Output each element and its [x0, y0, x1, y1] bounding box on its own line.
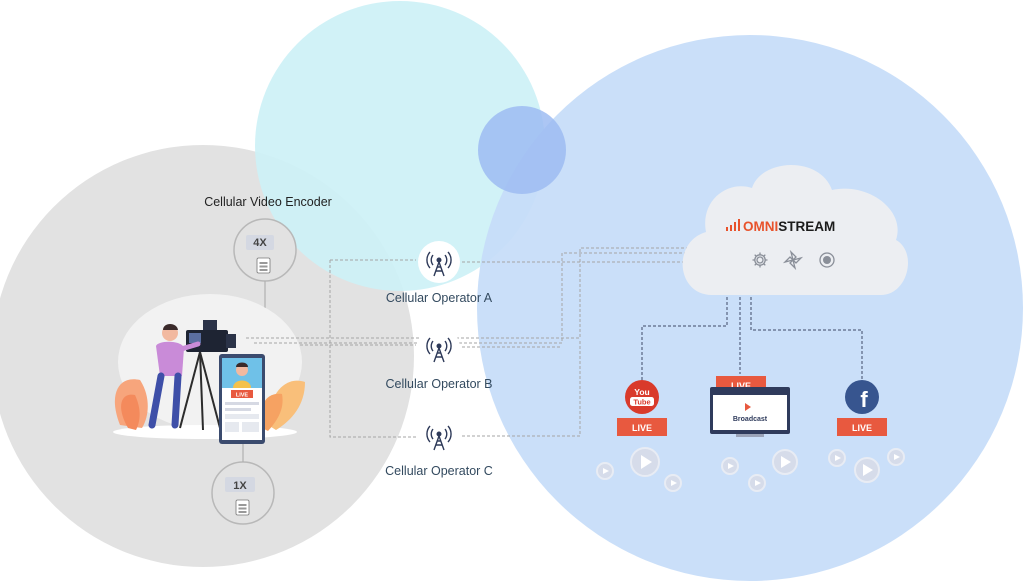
broadcast-label: Broadcast	[733, 416, 768, 423]
facebook-logo: f	[860, 387, 868, 412]
multiplier-bottom-label: 1X	[233, 480, 247, 492]
operator-node-b	[418, 327, 460, 369]
operator-a-label: Cellular Operator A	[386, 291, 493, 305]
tablet-live-badge: LIVE	[236, 393, 249, 399]
broadcast-live-label: LIVE	[731, 381, 751, 391]
multiplier-top-label: 4X	[253, 237, 267, 249]
sim-card-icon	[256, 257, 271, 274]
cell-tower-icon	[426, 337, 452, 363]
operator-node-a	[418, 241, 460, 283]
record-icon	[819, 252, 835, 268]
brand-prefix: OMNI	[743, 219, 778, 234]
cell-tower-icon	[426, 251, 452, 277]
operator-b-label: Cellular Operator B	[386, 377, 493, 391]
play-icons	[603, 454, 900, 486]
operator-c-label: Cellular Operator C	[385, 464, 493, 478]
encoder-to-operator-links	[246, 247, 700, 438]
carrier-circle	[255, 1, 545, 291]
broadcast-destination: LIVE Broadcast	[710, 376, 790, 437]
facebook-live-label: LIVE	[852, 423, 872, 433]
sim-card-icon	[235, 499, 250, 516]
brand-logo: OMNISTREAM	[743, 219, 835, 234]
camera-operator-illustration: LIVE	[113, 294, 305, 444]
facebook-destination: f LIVE	[837, 380, 887, 436]
brand-signal-icon	[726, 219, 740, 231]
svg-text:Tube: Tube	[633, 398, 650, 407]
facebook-live-badge	[837, 418, 887, 436]
youtube-logo: You Tube	[630, 387, 654, 407]
pinwheel-icon	[782, 249, 804, 271]
encoder-title: Cellular Video Encoder	[204, 195, 332, 209]
overlap-circle	[478, 106, 566, 194]
cell-tower-icon	[426, 425, 452, 451]
gear-icon	[752, 252, 768, 268]
youtube-live-badge	[617, 418, 667, 436]
play-bubbles	[596, 447, 905, 492]
youtube-live-label: LIVE	[632, 423, 652, 433]
operator-node-c	[418, 415, 460, 457]
cloud-circle	[477, 35, 1023, 581]
svg-text:You: You	[634, 387, 649, 397]
multiplier-node-top: 4X	[233, 218, 297, 282]
youtube-destination: You Tube LIVE	[617, 380, 667, 436]
cloud-to-destination-links	[641, 297, 863, 380]
brand-suffix: STREAM	[778, 219, 835, 234]
omnistream-cloud: OMNISTREAM	[682, 165, 908, 296]
multiplier-node-bottom: 1X	[211, 461, 275, 525]
monitor-icon: Broadcast	[710, 387, 790, 437]
